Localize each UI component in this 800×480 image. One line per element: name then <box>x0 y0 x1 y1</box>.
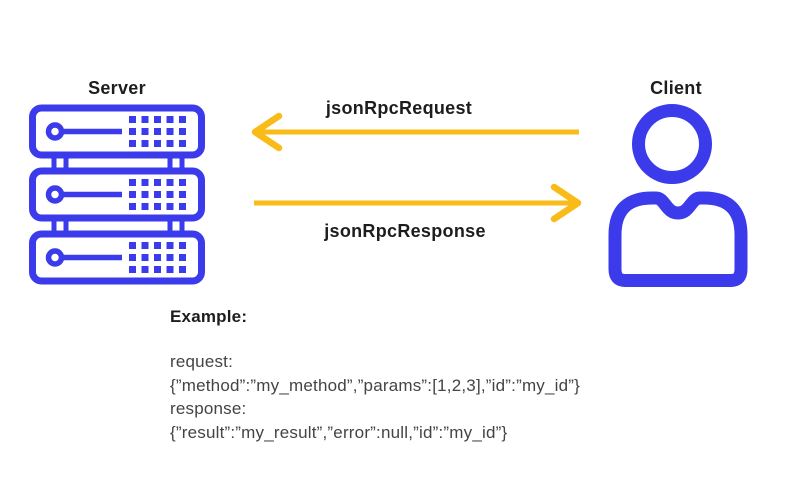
example-heading: Example: <box>170 307 248 326</box>
person-icon <box>603 103 751 289</box>
example-code-block: request: {”method”:”my_method”,”params”:… <box>170 350 580 444</box>
request-caption: request: <box>170 352 234 371</box>
client-label: Client <box>650 78 702 98</box>
server-rack-icon <box>28 103 206 287</box>
response-json-line: {”result”:”my_result”,”error”:null,”id”:… <box>170 422 508 442</box>
request-json-line: {”method”:”my_method”,”params”:[1,2,3],”… <box>170 375 581 395</box>
response-arrow-label: jsonRpcResponse <box>324 221 486 241</box>
server-label: Server <box>88 78 146 98</box>
request-arrow-left-icon <box>247 112 583 152</box>
response-caption: response: <box>170 399 247 418</box>
response-arrow-right-icon <box>250 183 586 223</box>
request-arrow-label: jsonRpcRequest <box>325 98 473 118</box>
